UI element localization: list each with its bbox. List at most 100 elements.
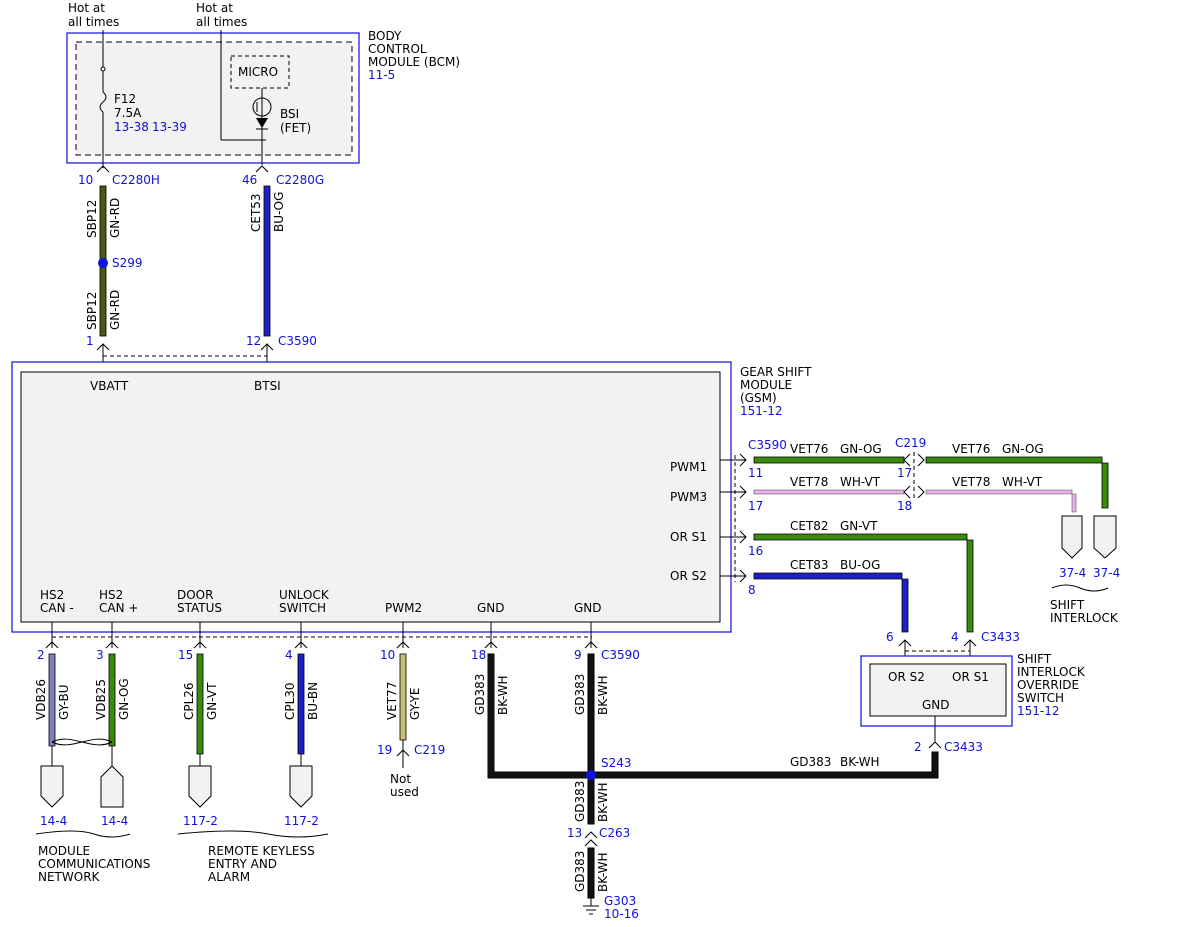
rke-brace (177, 830, 329, 838)
gd383c-color: BK-WH (840, 755, 880, 769)
gsm-name-2: MODULE (740, 378, 792, 392)
fuse-ref-1[interactable]: 13-38 (114, 120, 149, 134)
g303-label[interactable]: G303 (604, 894, 636, 908)
splice-s299 (98, 258, 108, 268)
gsm-ors2: OR S2 (670, 569, 707, 583)
wire-cet82 (753, 533, 974, 633)
sios-gnd: GND (922, 698, 950, 712)
gsm-pin-gnd-2: GND (574, 601, 602, 615)
twisted-pair-icon (51, 738, 113, 746)
g303-ref[interactable]: 10-16 (604, 907, 639, 921)
c263-icon-b (584, 839, 598, 847)
gsm-pin-pwm2: PWM2 (385, 601, 422, 615)
rke-name-1: REMOTE KEYLESS (208, 844, 315, 858)
vet78-pin-c3590: 17 (748, 499, 763, 513)
gd383a-color: BK-WH (496, 675, 510, 715)
sios-page-ref[interactable]: 151-12 (1017, 704, 1060, 718)
gnrd-label-2: GN-RD (108, 290, 122, 330)
bsi-label-2: (FET) (280, 121, 311, 135)
gsm-vbatt: VBATT (90, 379, 129, 393)
gsm-pin-hs2can-plus-1: HS2 (99, 588, 123, 602)
bcm-page-ref[interactable]: 11-5 (368, 68, 395, 82)
c263-label[interactable]: C263 (599, 826, 630, 840)
mcn-name-3: NETWORK (38, 870, 101, 884)
c263-pin: 13 (567, 826, 582, 840)
sios-gnd-conn-icon (928, 741, 942, 749)
wire-gd383-c (590, 751, 939, 779)
sios-conn[interactable]: C3433 (981, 630, 1020, 644)
bottom-pin-connectors (45, 622, 598, 649)
mcn-ref-1[interactable]: 14-4 (40, 814, 67, 828)
s299-label[interactable]: S299 (112, 256, 143, 270)
gsm-pin-gnd-1: GND (477, 601, 505, 615)
c3590-pin8-icon (739, 569, 747, 583)
cet82-circuit: CET82 (790, 519, 829, 533)
sios-ors1: OR S1 (952, 670, 989, 684)
gd383a-circuit: GD383 (473, 674, 487, 715)
c3590-right-label[interactable]: C3590 (748, 438, 787, 452)
vdb26-color: GY-BU (57, 684, 71, 720)
rke-name-3: ALARM (208, 870, 250, 884)
gsm-pin12: 12 (246, 334, 261, 348)
vet78-circuit-a: VET78 (790, 475, 828, 489)
c219-pin18-icon-b (917, 485, 925, 499)
wire-vet78-b (925, 489, 1077, 513)
bcm-name-3: MODULE (BCM) (368, 55, 460, 69)
gsm-pin-door-1: DOOR (177, 588, 213, 602)
mcn-brace (35, 830, 131, 838)
gsm-name-1: GEAR SHIFT (740, 365, 812, 379)
hot-label-1b: all times (68, 15, 119, 29)
rke-ref-1[interactable]: 117-2 (183, 814, 218, 828)
bcm-left-conn[interactable]: C2280H (112, 173, 160, 187)
gd383a-pin: 18 (471, 648, 486, 662)
c3590-bottom-label[interactable]: C3590 (601, 648, 640, 662)
micro-label: MICRO (238, 65, 278, 79)
bcm-name-2: CONTROL (368, 42, 427, 56)
s243-label[interactable]: S243 (601, 756, 632, 770)
cpl26-pin: 15 (178, 648, 193, 662)
micro-box (230, 55, 290, 89)
bcm-right-conn[interactable]: C2280G (276, 173, 324, 187)
sbp12-label-2: SBP12 (85, 292, 99, 330)
gsm-box (20, 371, 721, 623)
gsm-page-ref[interactable]: 151-12 (740, 404, 783, 418)
shift-interlock-ref-1[interactable]: 37-4 (1059, 566, 1086, 580)
cet82-pin: 16 (748, 544, 763, 558)
wire-cpl26 (196, 653, 204, 755)
vet78-color-a: WH-VT (840, 475, 881, 489)
hot-label-2b: all times (196, 15, 247, 29)
vet77-color: GY-YE (408, 688, 422, 720)
wire-cpl30 (297, 653, 305, 755)
c219-pin17-icon-a (903, 453, 911, 467)
gsm-pin-unlock-1: UNLOCK (279, 588, 330, 602)
gd383b-pin: 9 (574, 648, 582, 662)
mcn-name-2: COMMUNICATIONS (38, 857, 150, 871)
rke-arrow-1-icon (188, 765, 212, 808)
cpl30-pin: 4 (285, 648, 293, 662)
c219-label[interactable]: C219 (895, 436, 926, 450)
wire-vet78-a (753, 489, 905, 495)
gd383c-circuit: GD383 (790, 755, 831, 769)
sios-pin6: 6 (886, 630, 894, 644)
not-used-1: Not (390, 772, 411, 786)
vet78-circuit-b: VET78 (952, 475, 990, 489)
shift-interlock-ref-2[interactable]: 37-4 (1093, 566, 1120, 580)
sios-pin4: 4 (951, 630, 959, 644)
fuse-name: F12 (114, 92, 136, 106)
mcn-ref-2[interactable]: 14-4 (101, 814, 128, 828)
bcm-box (75, 41, 353, 156)
c219-bottom-label[interactable]: C219 (414, 743, 445, 757)
sios-gnd-conn[interactable]: C3433 (944, 740, 983, 754)
cet83-pin: 8 (748, 583, 756, 597)
cet82-color: GN-VT (840, 519, 878, 533)
cpl26-color: GN-VT (205, 682, 219, 720)
cet53-label: CET53 (249, 193, 263, 232)
vet76-pin-c3590: 11 (748, 466, 763, 480)
vet76-color-b: GN-OG (1002, 442, 1044, 456)
fuse-ref-2[interactable]: 13-39 (152, 120, 187, 134)
vet77-pin: 10 (380, 648, 395, 662)
gd383b-circuit: GD383 (573, 674, 587, 715)
gsm-top-conn[interactable]: C3590 (278, 334, 317, 348)
rke-ref-2[interactable]: 117-2 (284, 814, 319, 828)
wire-vdb25 (108, 653, 116, 747)
